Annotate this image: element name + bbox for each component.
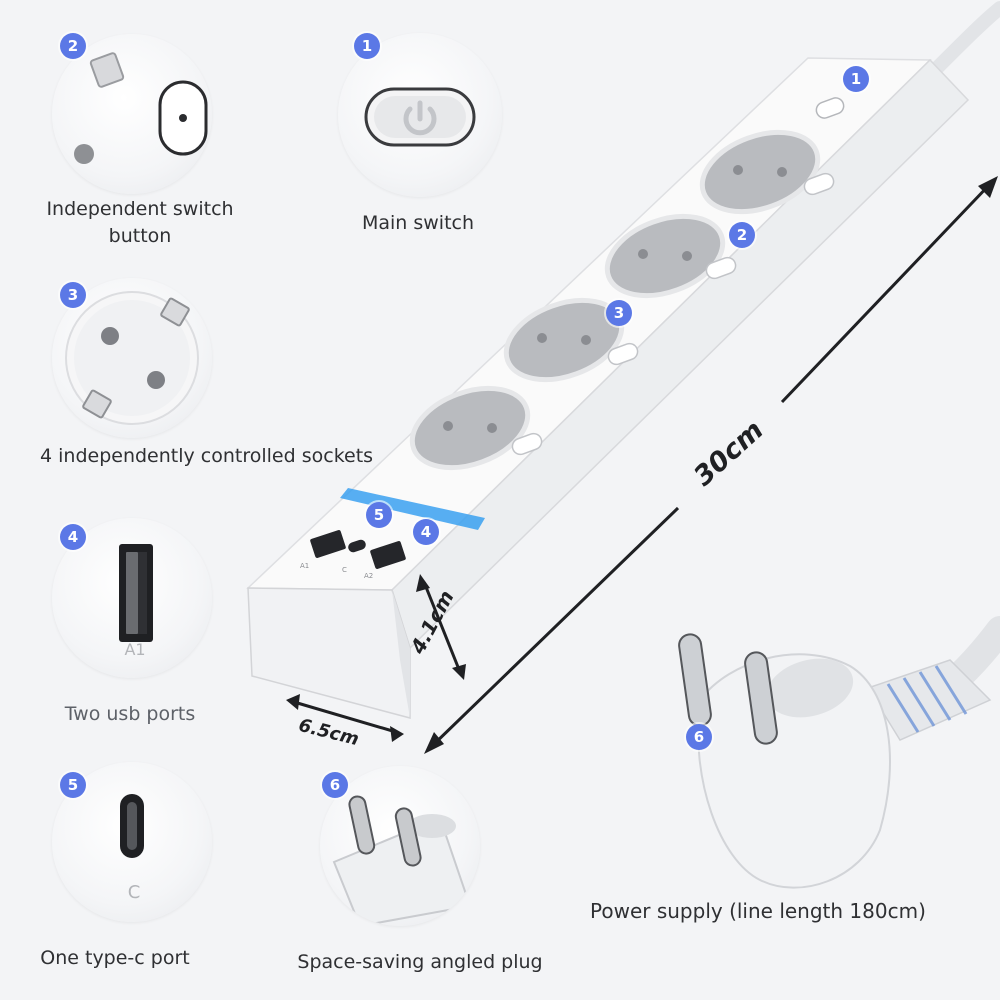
plug-large [678, 616, 1000, 889]
switch-button-illustration [74, 52, 208, 164]
strip-usb-label-a2: A2 [364, 572, 374, 580]
callout-usb-c: 5 [366, 502, 392, 528]
sockets [409, 129, 821, 471]
main-switch [815, 97, 845, 119]
main-switch-illustration [364, 87, 476, 147]
callout-socket-switch: 2 [729, 222, 755, 248]
feature-caption-sockets: 4 independently controlled sockets [40, 445, 374, 467]
socket-2 [604, 213, 726, 299]
callout-plug: 6 [686, 724, 712, 750]
typec-port-label: C [127, 882, 141, 903]
caption-line-2: button [108, 225, 172, 247]
plug-small-illustration [332, 795, 472, 926]
usb-a2 [370, 541, 406, 569]
usb-port-label: A1 [124, 640, 146, 659]
feature-caption-typec: One type-c port [40, 947, 190, 969]
dimension-height [416, 574, 466, 680]
feature-socket-circle [52, 278, 212, 438]
usb-c [348, 539, 366, 553]
feature-badge-6: 6 [322, 772, 348, 798]
power-supply-caption: Power supply (line length 180cm) [590, 899, 926, 923]
cord-top [928, 1, 1000, 77]
feature-plug-circle [320, 766, 480, 926]
usb-a-illustration [119, 544, 153, 642]
callout-socket: 3 [606, 300, 632, 326]
switch-socket-1 [803, 172, 835, 196]
socket-switches [511, 172, 835, 456]
strip-end-face [247, 587, 411, 719]
feature-badge-3: 3 [60, 282, 86, 308]
feature-badge-2: 2 [60, 33, 86, 59]
indicator-light [340, 488, 485, 530]
feature-main-switch-circle [338, 33, 502, 197]
feature-caption-plug: Space-saving angled plug [297, 951, 543, 973]
socket-4 [409, 385, 531, 471]
caption-line-1: Independent switch [46, 198, 234, 220]
feature-badge-4: 4 [60, 524, 86, 550]
feature-badge-1: 1 [354, 33, 380, 59]
plug-pin-right [744, 651, 778, 745]
feature-caption-usb: Two usb ports [64, 703, 196, 725]
dimension-length [424, 176, 998, 754]
strain-relief [866, 659, 992, 741]
plug-pin-left [678, 633, 712, 727]
strip-end-side [392, 590, 410, 718]
power-icon [403, 100, 437, 136]
callout-usb-a: 4 [413, 519, 439, 545]
strip-side-face [391, 58, 970, 650]
usb-a1 [310, 530, 346, 558]
usb-c-illustration [120, 794, 144, 858]
switch-socket-4 [511, 432, 543, 456]
usb-ports [310, 530, 406, 569]
feature-usb-circle: A1 [52, 518, 212, 678]
dimension-width [286, 694, 404, 742]
switch-socket-2 [705, 256, 737, 280]
feature-badge-5: 5 [60, 772, 86, 798]
strip-usb-label-c: C [342, 566, 347, 574]
feature-caption-switch-button: Independent switch button [20, 196, 260, 250]
switch-socket-3 [607, 342, 639, 366]
socket-1 [699, 129, 821, 215]
feature-caption-main-switch: Main switch [361, 212, 475, 234]
socket-illustration [65, 291, 199, 425]
feature-switch-button-circle [52, 34, 212, 194]
callout-main-switch: 1 [843, 66, 869, 92]
strip-usb-label-a1: A1 [300, 562, 310, 570]
plug-body [697, 653, 891, 889]
